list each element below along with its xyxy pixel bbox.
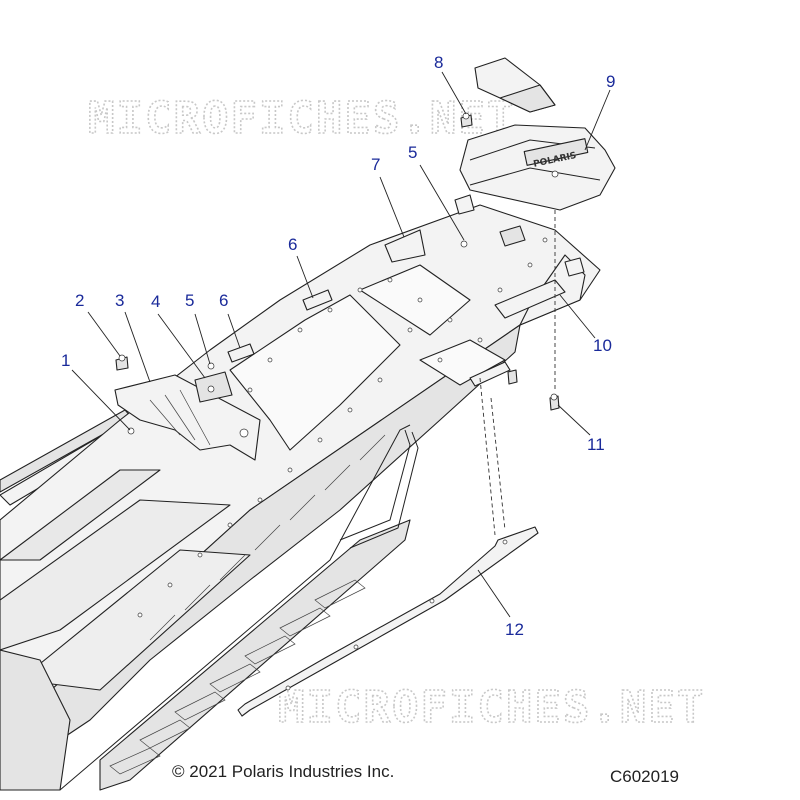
rail-strip-12: [237, 526, 539, 717]
rail-strip-bolt-2: [429, 598, 435, 604]
callout-4: 4: [151, 292, 160, 311]
callout-5-lower: 5: [185, 291, 194, 310]
running-board-right: [99, 519, 411, 791]
tunnel-plate-lower: [227, 343, 255, 363]
leader-lines: [71, 71, 611, 618]
fastener-5-upper: [460, 240, 468, 248]
assembly-lines: [479, 210, 556, 536]
callout-6-upper: 6: [288, 235, 297, 254]
callout-12: 12: [505, 620, 524, 639]
tunnel-plate-upper: [302, 289, 333, 311]
watermark-top: MICROFICHES.NET: [88, 93, 515, 144]
floor-panel-3: [19, 549, 251, 691]
deck-cutout-right: [419, 339, 506, 386]
hinge-tab-right: [564, 257, 585, 277]
callout-3: 3: [115, 291, 124, 310]
callout-10: 10: [593, 336, 612, 355]
callout-labels: 1 2 3 4 5 6 6 7 5 8 9 10 11 12: [61, 53, 615, 639]
callout-8: 8: [434, 53, 443, 72]
rail-strip-bolt-4: [285, 685, 291, 691]
callout-11: 11: [587, 435, 605, 454]
callout-1: 1: [61, 351, 70, 370]
front-bulkhead: [0, 649, 71, 791]
diagram-code: C602019: [610, 767, 680, 786]
fastener-2: [115, 354, 129, 371]
tunnel-rivets: [137, 237, 548, 618]
rear-bumper-plate: [494, 279, 566, 319]
callout-2: 2: [75, 291, 84, 310]
rear-bracket-left: [384, 229, 426, 263]
cover-logo-plate: [523, 138, 589, 166]
running-board-edge: [59, 424, 411, 791]
front-bracket-assembly: [114, 371, 261, 461]
seat-cover-assembly: POLARIS: [459, 57, 616, 211]
deck-cutout-center: [229, 294, 401, 451]
floor-panel-2: [0, 499, 231, 651]
bracket-stud: [207, 385, 215, 393]
nerf-bar-tube-inner: [349, 431, 419, 549]
copyright-notice: © 2021 Polaris Industries Inc.: [172, 762, 395, 781]
hinge-tab-left: [454, 194, 475, 215]
tunnel-side-slots: [149, 434, 386, 641]
callout-7: 7: [371, 155, 380, 174]
rail-strip-bolt-1: [502, 539, 508, 545]
fastener-8: [460, 112, 473, 128]
running-board-treads: [109, 579, 366, 775]
nerf-bar-tube: [339, 429, 411, 541]
callout-9: 9: [606, 72, 615, 91]
callout-5-upper: 5: [408, 143, 417, 162]
tunnel-assembly: [0, 194, 601, 791]
floor-panel-1: [0, 469, 161, 561]
fastener-5-lower: [207, 362, 215, 370]
mount-stud: [507, 369, 518, 385]
watermark-bottom: MICROFICHES.NET: [278, 682, 705, 733]
seat-latch: [499, 225, 526, 247]
cover-screw: [551, 170, 559, 178]
fastener-11: [549, 393, 560, 411]
deck-cutout-rear: [359, 264, 471, 336]
bracket-bolt: [239, 428, 249, 438]
rail-strip-bolt-3: [353, 644, 359, 650]
callout-6-lower: 6: [219, 291, 228, 310]
